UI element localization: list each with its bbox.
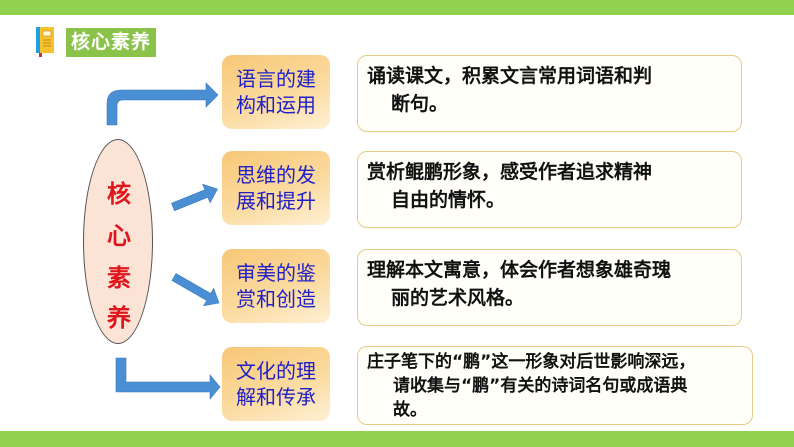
desc-language: 诵读课文，积累文言常用词语和判 断句。 <box>357 55 742 132</box>
core-literacy-ellipse: 核 心 素 养 <box>83 139 153 344</box>
top-decoration-bar <box>0 0 794 15</box>
desc-line: 故。 <box>393 400 427 420</box>
label-line: 语言的建 <box>236 67 316 91</box>
desc-line: 自由的情怀。 <box>391 189 506 211</box>
diagonal-arrow-down-icon <box>171 273 220 307</box>
desc-thinking: 赏析鲲鹏形象，感受作者追求精神 自由的情怀。 <box>357 151 742 228</box>
diagonal-arrow-up-icon <box>171 183 218 212</box>
bent-arrow-down-icon <box>115 357 221 400</box>
label-culture: 文化的理 解和传承 <box>222 347 330 421</box>
label-line: 展和提升 <box>236 189 316 213</box>
label-line: 构和运用 <box>236 93 316 117</box>
desc-line: 诵读课文，积累文言常用词语和判 <box>367 65 653 87</box>
desc-culture: 庄子笔下的“鹏”这一形象对后世影响深远， 请收集与“鹏”有关的诗词名句或成语典 … <box>357 346 753 425</box>
desc-line: 庄子笔下的“鹏”这一形象对后世影响深远， <box>367 352 696 372</box>
ellipse-char: 心 <box>107 222 131 250</box>
label-language: 语言的建 构和运用 <box>222 55 330 129</box>
desc-aesthetics: 理解本文寓意，体会作者想象雄奇瑰 丽的艺术风格。 <box>357 249 742 326</box>
desc-line: 赏析鲲鹏形象，感受作者追求精神 <box>367 161 653 183</box>
bent-arrow-up-icon <box>106 82 219 126</box>
label-line: 审美的鉴 <box>236 261 316 285</box>
ellipse-char: 素 <box>107 264 131 292</box>
desc-line: 丽的艺术风格。 <box>391 287 525 309</box>
label-thinking: 思维的发 展和提升 <box>222 151 330 225</box>
section-title: 核心素养 <box>66 28 156 57</box>
label-line: 文化的理 <box>236 359 316 383</box>
label-line: 思维的发 <box>236 163 316 187</box>
ellipse-char: 核 <box>107 180 131 208</box>
book-icon <box>36 27 54 57</box>
label-line: 赏和创造 <box>236 287 316 311</box>
bottom-decoration-bar <box>0 431 794 447</box>
label-aesthetics: 审美的鉴 赏和创造 <box>222 249 330 323</box>
ellipse-char: 养 <box>107 304 131 332</box>
desc-line: 断句。 <box>391 93 449 115</box>
desc-line: 理解本文寓意，体会作者想象雄奇瑰 <box>367 259 672 281</box>
desc-line: 请收集与“鹏”有关的诗词名句或成语典 <box>393 376 688 396</box>
label-line: 解和传承 <box>236 385 316 409</box>
